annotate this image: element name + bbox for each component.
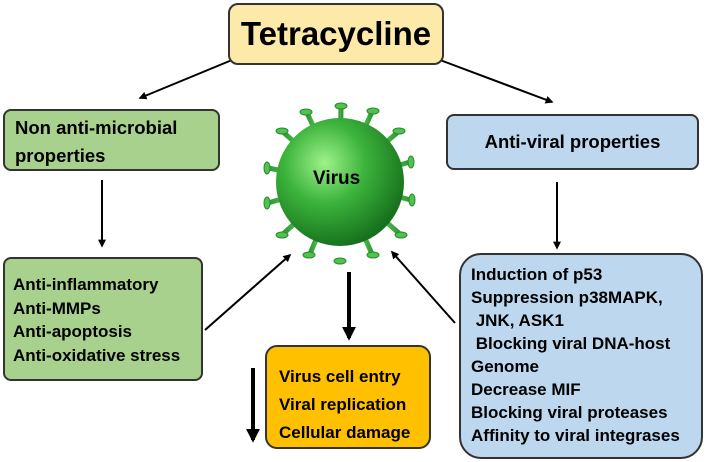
- list-item: Anti-oxidative stress: [13, 345, 181, 365]
- arrow-title-to-antiviral: [439, 59, 554, 104]
- non-antimicrobial-label-line: properties: [15, 145, 106, 166]
- list-item: Suppression p38MAPK,: [471, 288, 663, 307]
- list-item: Cellular damage: [279, 423, 411, 442]
- list-item: Anti-MMPs: [13, 298, 101, 318]
- virus-effects-box: Virus cell entry Viral replication Cellu…: [265, 345, 431, 449]
- virus-icon: [263, 102, 416, 265]
- non-antimicrobial-label-line: Non anti-microbial: [15, 117, 178, 138]
- virus-label: Virus: [313, 168, 361, 189]
- antiviral-label: Anti-viral properties: [484, 131, 661, 152]
- non-antimicrobial-box: Non anti-microbial properties: [3, 109, 220, 171]
- tetracycline-title-box: Tetracycline: [228, 3, 444, 65]
- list-item: Affinity to viral integrases: [471, 426, 680, 445]
- list-item: Blocking viral DNA-host: [471, 334, 671, 353]
- arrow-title-to-non-antimicrobial: [138, 59, 233, 100]
- page-title: Tetracycline: [240, 15, 432, 52]
- arrow-blue-to-virus: [390, 250, 456, 324]
- list-item: Anti-apoptosis: [13, 322, 132, 341]
- list-item: JNK, ASK1: [471, 311, 564, 330]
- list-item: Blocking viral proteases: [471, 403, 668, 422]
- list-item: Viral replication: [279, 395, 407, 414]
- list-item: Genome: [471, 357, 540, 376]
- antiviral-list-box: Induction of p53 Suppression p38MAPK, JN…: [459, 253, 703, 459]
- list-item: Anti-inflammatory: [13, 275, 159, 294]
- list-item: Virus cell entry: [279, 367, 401, 386]
- non-antimicrobial-list-box: Anti-inflammatory Anti-MMPs Anti-apoptos…: [3, 257, 203, 381]
- antiviral-box: Anti-viral properties: [446, 114, 699, 170]
- list-item: Induction of p53: [471, 265, 603, 284]
- arrow-green-to-virus: [204, 253, 292, 331]
- list-item: Decrease MIF: [471, 380, 581, 399]
